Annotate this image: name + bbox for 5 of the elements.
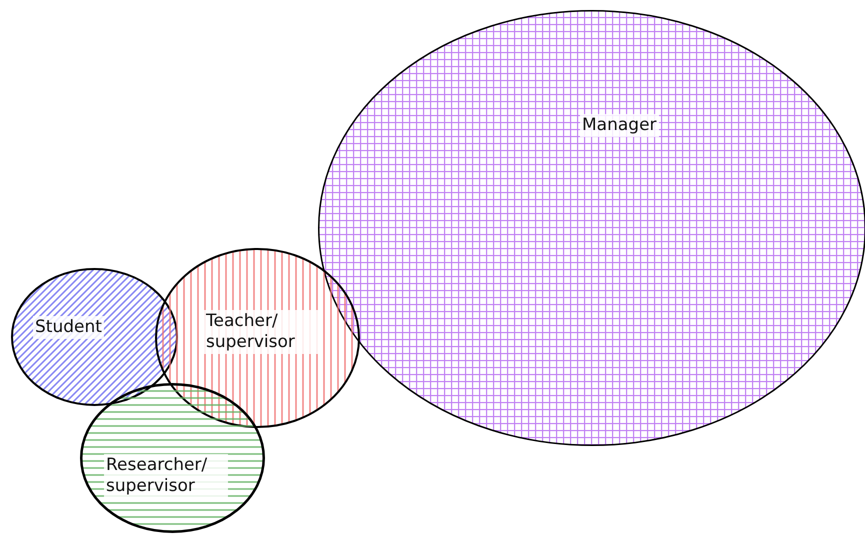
set-label: Manager — [580, 114, 659, 137]
set-ellipse — [80, 383, 265, 533]
set-label: Student — [33, 316, 104, 339]
set-label: Researcher/ supervisor — [104, 454, 228, 498]
set-label: Teacher/ supervisor — [204, 310, 318, 354]
